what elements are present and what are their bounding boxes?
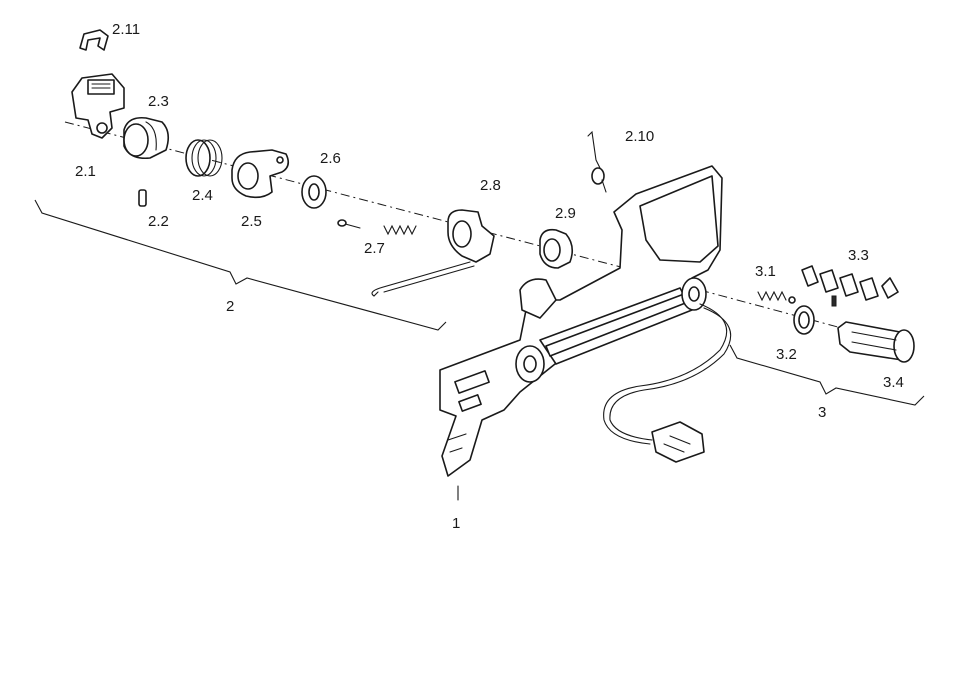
part-2-9-ring-clip [539, 228, 574, 269]
part-2-10-torsion-spring [587, 130, 607, 193]
part-3-2-ring [793, 305, 815, 335]
part-2-3-cam-cylinder [123, 116, 170, 160]
part-2-5-lever-cam [231, 149, 290, 199]
part-2-7-spring-pin [337, 219, 417, 236]
part-2-6-washer [301, 175, 327, 209]
part-3-1-spring [757, 290, 796, 304]
part-2-2-pin [138, 189, 147, 207]
label-2-6: 2.6 [320, 150, 341, 167]
label-1: 1 [452, 515, 460, 532]
part-2-8-lever-rod [371, 209, 495, 297]
part-2-1-bracket-housing [71, 73, 125, 139]
label-2-8: 2.8 [480, 177, 501, 194]
label-2-5: 2.5 [241, 213, 262, 230]
part-2-4-coil-spring [185, 139, 223, 177]
label-3: 3 [818, 404, 826, 421]
label-2-9: 2.9 [555, 205, 576, 222]
label-2-10: 2.10 [625, 128, 654, 145]
part-2-11-clip [79, 29, 109, 51]
group-3-bracket [729, 344, 925, 406]
part-3-4-lock-cylinder [837, 321, 915, 363]
label-2: 2 [226, 298, 234, 315]
label-3-1: 3.1 [755, 263, 776, 280]
group-2-bracket [34, 199, 447, 331]
label-2-1: 2.1 [75, 163, 96, 180]
label-2-4: 2.4 [192, 187, 213, 204]
label-2-3: 2.3 [148, 93, 169, 110]
label-3-3: 3.3 [848, 247, 869, 264]
label-3-2: 3.2 [776, 346, 797, 363]
label-2-11: 2.11 [112, 21, 140, 38]
part-1-handle-frame [439, 165, 723, 477]
wire-harness-connector [603, 303, 732, 463]
label-2-7: 2.7 [364, 240, 385, 257]
label-2-2: 2.2 [148, 213, 169, 230]
label-3-4: 3.4 [883, 374, 904, 391]
part-3-3-lock-tumblers [801, 265, 899, 307]
